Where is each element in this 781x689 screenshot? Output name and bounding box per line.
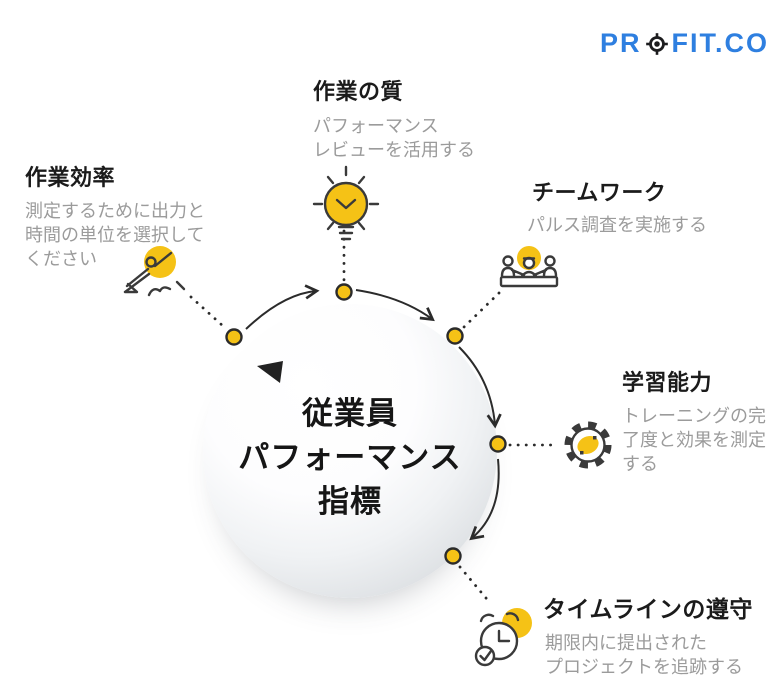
branch-body-line: 時間の単位を選択して <box>25 225 205 245</box>
dotted-link-teamwork <box>461 291 501 330</box>
branch-title: 作業の質 <box>313 79 404 104</box>
branch-learning-ability: 学習能力 トレーニングの完 了度と効果を測定 する <box>622 365 766 476</box>
branch-body-line: 期限内に提出された <box>545 633 707 653</box>
logo-text-pre: PR <box>599 28 642 58</box>
branch-body-line: ください <box>25 249 97 269</box>
branch-body-line: トレーニングの完 <box>622 406 766 426</box>
center-title-line: 従業員 <box>301 396 398 431</box>
branch-body-line: パルス調査を実施する <box>527 215 707 235</box>
target-icon <box>645 32 668 55</box>
branch-title: タイムラインの遵守 <box>543 596 753 622</box>
alarm-clock-icon <box>474 608 532 667</box>
branch-body-line: 測定するために出力と <box>25 201 205 221</box>
dotted-link-timeline <box>458 565 493 606</box>
branch-teamwork: チームワーク パルス調査を実施する <box>527 175 707 237</box>
center-title-line: 指標 <box>317 484 382 519</box>
team-meeting-icon <box>499 246 559 288</box>
logo-text-post: FIT.CO <box>671 28 769 58</box>
center-title: 従業員 パフォーマンス 指標 <box>238 392 461 524</box>
branch-title: チームワーク <box>532 180 667 205</box>
node-dot-quality <box>335 283 353 301</box>
branch-timeline-adherence: タイムラインの遵守 期限内に提出された プロジェクトを追跡する <box>543 590 753 679</box>
branch-body-line: プロジェクトを追跡する <box>545 657 743 677</box>
flying-person-icon <box>123 246 186 297</box>
node-dot-efficiency <box>225 328 243 346</box>
node-dot-teamwork <box>446 327 464 345</box>
lightbulb-icon <box>312 165 380 241</box>
branch-work-quality: 作業の質 パフォーマンス レビューを活用する <box>313 74 475 162</box>
branch-title: 学習能力 <box>622 370 713 395</box>
center-title-line: パフォーマンス <box>238 440 462 475</box>
branch-work-efficiency: 作業効率 測定するために出力と 時間の単位を選択して ください <box>25 160 205 271</box>
corner-triangle-icon <box>257 361 283 383</box>
branch-body-line: 了度と効果を測定 <box>622 430 766 450</box>
gear-icon <box>564 421 612 469</box>
dotted-link-efficiency <box>189 295 225 328</box>
branch-body-line: する <box>622 454 658 474</box>
center-sphere: 従業員 パフォーマンス 指標 <box>203 304 497 598</box>
branch-body-line: レビューを活用する <box>313 140 475 160</box>
branch-title: 作業効率 <box>25 165 116 190</box>
branch-body-line: パフォーマンス <box>313 116 439 136</box>
profit-co-logo: PR FIT.CO <box>600 28 769 59</box>
